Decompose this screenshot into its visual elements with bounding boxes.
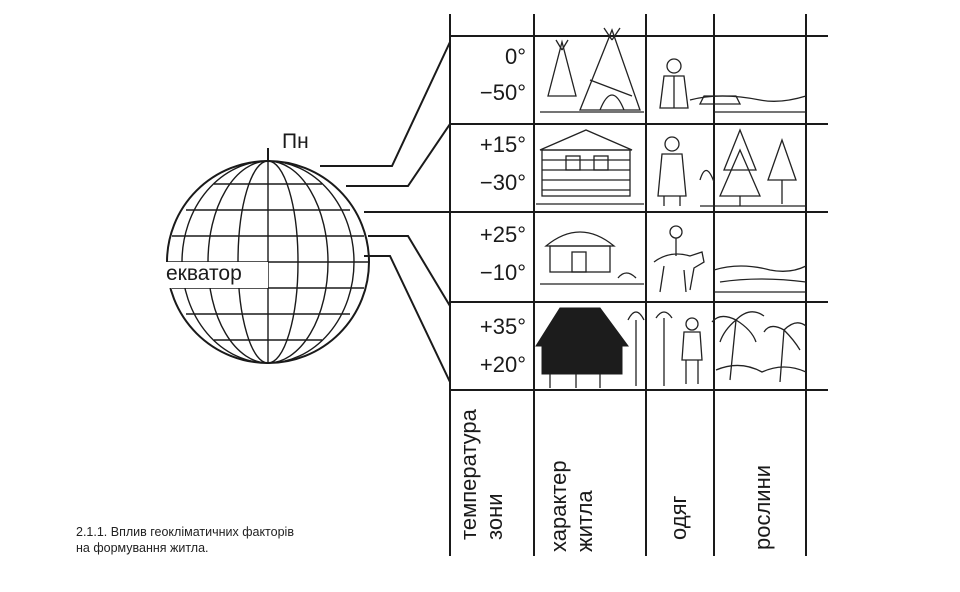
zone-3-upper-temp: +25° <box>480 222 526 247</box>
zone-2-upper-temp: +15° <box>480 132 526 157</box>
column-header-temperature-line1: температура <box>456 408 481 540</box>
globe: Пн екватор <box>164 130 370 364</box>
column-header-clothing: одяг <box>666 495 691 540</box>
light-clothing-icon <box>655 311 703 386</box>
rider-clothing-icon <box>653 225 705 293</box>
hut-icon <box>535 307 645 388</box>
column-header-plants-line1: рослини <box>750 465 775 550</box>
column-header-dwelling-line2: житла <box>572 490 597 552</box>
zone-1-lower-temp: −50° <box>480 80 526 105</box>
figure-caption: 2.1.1. Вплив геокліматичних факторів на … <box>76 524 396 556</box>
zone-4-lower-temp: +20° <box>480 352 526 377</box>
zone-2-lower-temp: −30° <box>480 170 526 195</box>
column-header-plants: рослини <box>750 465 775 550</box>
zone-1-upper-temp: 0° <box>505 44 526 69</box>
zone-4-upper-temp: +35° <box>480 314 526 339</box>
yurt-icon <box>540 231 644 285</box>
equator-label: екватор <box>166 262 242 285</box>
zone-row-4: +35° +20° <box>480 314 526 377</box>
zone-row-2: +15° −30° <box>480 132 526 195</box>
zone-3-lower-temp: −10° <box>480 260 526 285</box>
tent-icon <box>540 27 644 113</box>
fur-clothing-icon <box>659 58 689 109</box>
tundra-icon <box>689 95 807 113</box>
figure-caption-line2: на формування житла. <box>76 541 209 555</box>
zone-connectors <box>320 41 451 383</box>
log-house-icon <box>536 129 644 205</box>
jungle-icon <box>711 311 807 383</box>
column-header-dwelling: характер житла <box>546 460 597 552</box>
column-header-dwelling-line1: характер <box>546 460 571 552</box>
coat-clothing-icon <box>657 136 687 206</box>
column-header-temperature-line2: зони <box>482 493 507 540</box>
zone-table-grid <box>449 14 828 556</box>
north-pole-label: Пн <box>282 130 309 153</box>
forest-icon <box>699 128 806 207</box>
zone-row-3: +25° −10° <box>480 222 526 285</box>
figure-caption-line1: 2.1.1. Вплив геокліматичних факторів <box>76 525 294 539</box>
column-header-clothing-line1: одяг <box>666 495 691 540</box>
steppe-icon <box>713 265 807 293</box>
column-header-temperature: температура зони <box>456 408 507 540</box>
zone-row-1: 0° −50° <box>480 44 526 105</box>
